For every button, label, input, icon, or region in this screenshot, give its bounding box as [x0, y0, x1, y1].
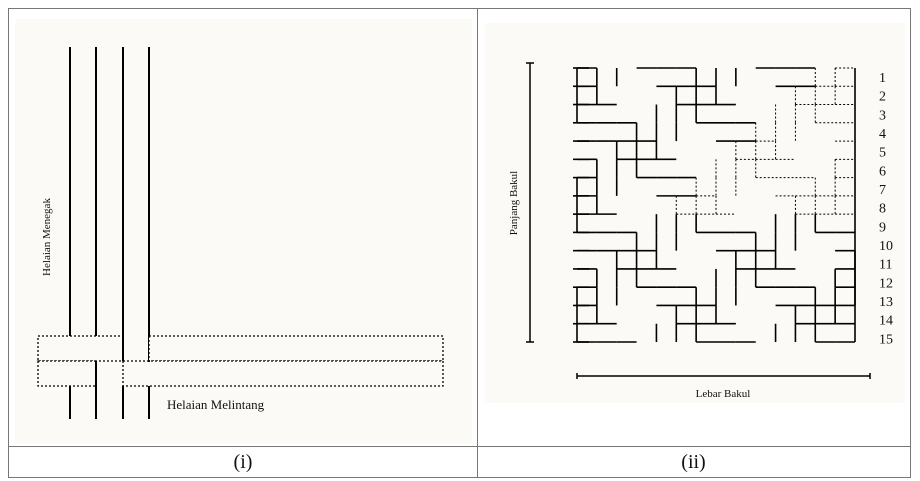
row-number: 1	[879, 71, 886, 86]
weave-grid	[573, 67, 856, 343]
row-number: 11	[879, 258, 892, 273]
row-number: 8	[879, 202, 886, 217]
horizontal-strand	[37, 335, 124, 362]
panel-weave-detail: Helaian Menegak Helaian Melintang	[8, 8, 478, 446]
row-number: 14	[879, 314, 893, 329]
width-label: Lebar Bakul	[696, 388, 751, 400]
figure-table: Helaian Menegak Helaian Melintang Panjan…	[8, 8, 911, 478]
row-number: 2	[879, 90, 886, 105]
row-number: 3	[879, 108, 886, 123]
row-number: 13	[879, 295, 893, 310]
caption-right-text: (ii)	[681, 451, 706, 473]
row-number: 12	[879, 276, 893, 291]
horizontal-strand	[37, 360, 97, 387]
row-number: 9	[879, 220, 886, 235]
row-number: 15	[879, 332, 893, 347]
caption-left-text: (i)	[233, 451, 253, 473]
row-number: 10	[879, 239, 893, 254]
row-number: 7	[879, 183, 886, 198]
vertical-strand-label: Helaian Menegak	[41, 198, 53, 276]
row-number: 4	[879, 127, 886, 142]
horizontal-strand	[148, 335, 444, 362]
caption-right: (ii)	[477, 446, 911, 478]
row-number: 6	[879, 164, 886, 179]
caption-left: (i)	[8, 446, 478, 478]
row-number: 5	[879, 146, 886, 161]
length-label: Panjang Bakul	[508, 171, 520, 235]
weave-detail-diagram: Helaian Menegak Helaian Melintang	[37, 47, 444, 419]
horizontal-strand-label: Helaian Melintang	[167, 397, 265, 412]
basket-pattern-diagram: Panjang Bakul Lebar Bakul 12345678910111…	[508, 62, 893, 400]
horizontal-strand	[122, 360, 444, 387]
